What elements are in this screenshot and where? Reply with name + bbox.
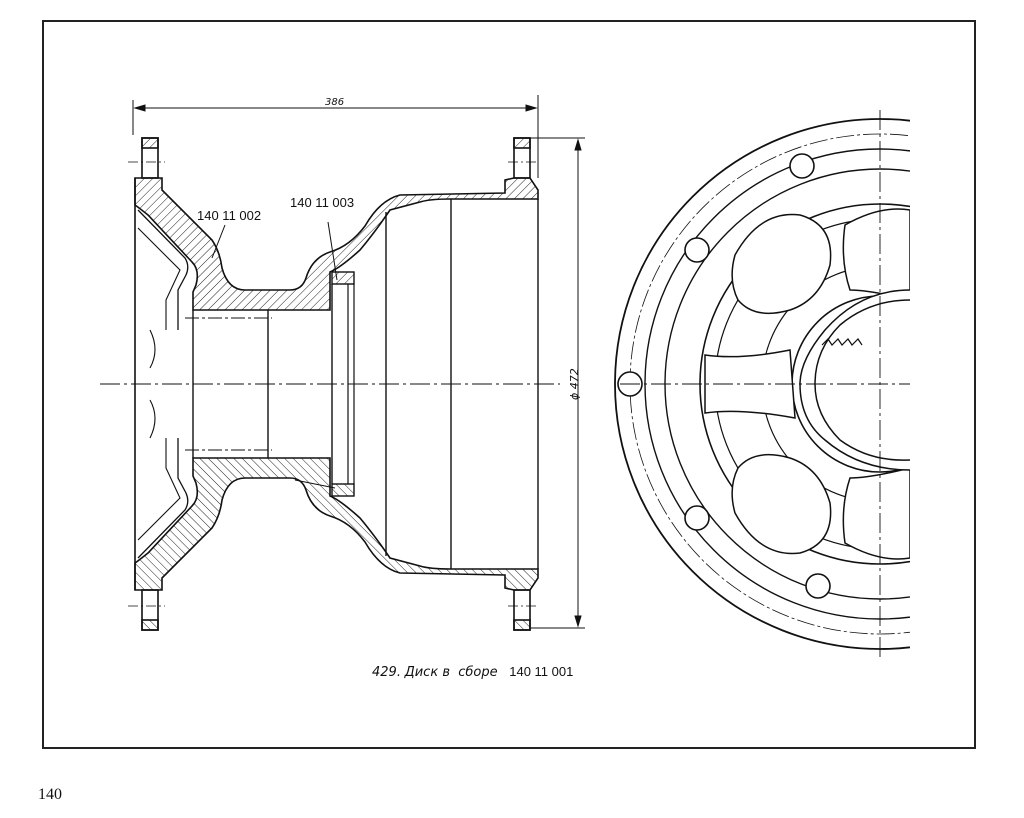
page-number: 140 bbox=[38, 786, 62, 803]
caption-code: 140 11 001 bbox=[509, 664, 574, 679]
dimension-lines bbox=[132, 95, 585, 629]
drawing-frame bbox=[42, 20, 976, 749]
part-callout-140-11-003: 140 11 003 bbox=[290, 195, 355, 210]
part-callout-140-11-002: 140 11 002 bbox=[197, 208, 262, 223]
figure-caption: 429. Диск в сборе 140 11 001 bbox=[372, 664, 573, 680]
front-view bbox=[614, 110, 910, 660]
diameter-dimension: ϕ 472 bbox=[568, 368, 581, 400]
width-dimension: 386 bbox=[325, 97, 345, 108]
caption-title: Диск в сборе bbox=[404, 665, 498, 680]
section-view bbox=[100, 137, 560, 631]
caption-number: 429. bbox=[372, 665, 401, 680]
